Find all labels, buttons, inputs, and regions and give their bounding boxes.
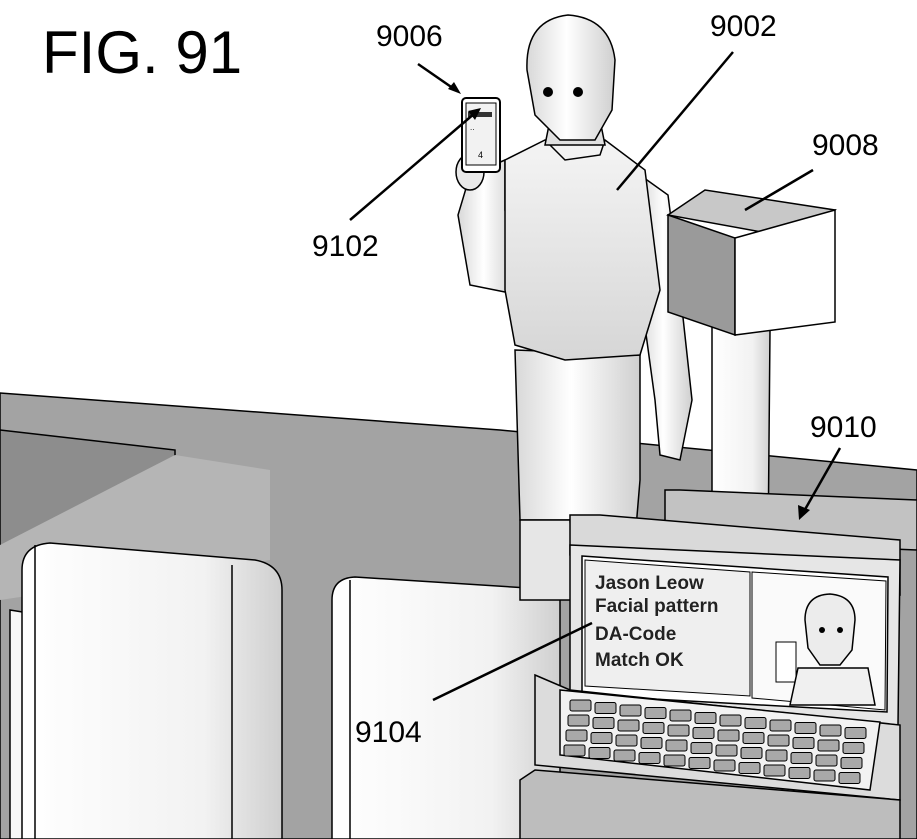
keyboard-key <box>792 737 815 749</box>
keyboard-key <box>744 717 767 729</box>
keyboard-key <box>667 724 690 737</box>
device-screen-text-2: 4 <box>478 150 483 160</box>
keyboard-key <box>715 744 738 757</box>
keyboard-key <box>765 749 788 762</box>
label-terminal: 9010 <box>810 411 877 444</box>
keyboard-key <box>592 717 615 729</box>
keyboard-key <box>669 709 692 722</box>
display-portrait <box>775 593 876 706</box>
left-barrier <box>9 542 283 839</box>
keyboard-key <box>719 714 742 727</box>
keyboard <box>519 673 901 839</box>
keyboard-key <box>740 747 763 759</box>
keyboard-key <box>794 722 817 734</box>
terminal-display: Jason Leow Facial pattern DA-Code Match … <box>569 544 901 726</box>
keyboard-key <box>713 759 736 772</box>
keyboard-key <box>694 712 717 724</box>
keyboard-key <box>638 752 661 764</box>
keyboard-key <box>692 727 715 739</box>
keyboard-key <box>567 714 590 727</box>
keyboard-key <box>763 764 786 777</box>
keyboard-key <box>842 742 865 754</box>
display-line-name: Jason Leow <box>595 573 704 594</box>
keyboard-key <box>790 752 813 764</box>
keyboard-key <box>690 742 713 754</box>
display-line-facial: Facial pattern <box>595 596 719 617</box>
keyboard-key <box>665 739 688 752</box>
label-device-screen: 9102 <box>312 230 379 263</box>
keyboard-key <box>788 767 811 779</box>
keyboard-key <box>563 744 586 757</box>
keyboard-keys <box>563 699 867 784</box>
leader-lines <box>349 51 842 702</box>
label-handheld-device: 9006 <box>376 20 443 53</box>
keyboard-key <box>640 737 663 749</box>
keyboard-key <box>742 732 765 744</box>
keyboard-key <box>619 704 642 717</box>
label-terminal-display: 9104 <box>355 716 422 749</box>
keyboard-key <box>590 732 613 744</box>
display-line-code: DA-Code <box>595 624 676 645</box>
label-camera-unit: 9008 <box>812 129 879 162</box>
keyboard-key <box>594 702 617 714</box>
keyboard-key <box>717 729 740 742</box>
label-person: 9002 <box>710 10 777 43</box>
keyboard-key <box>813 769 836 782</box>
keyboard-key <box>838 772 861 784</box>
keyboard-key <box>644 707 667 719</box>
keyboard-key <box>588 747 611 759</box>
keyboard-key <box>565 729 588 742</box>
keyboard-key <box>840 757 863 769</box>
keyboard-key <box>663 754 686 767</box>
keyboard-key <box>767 734 790 747</box>
keyboard-key <box>738 762 761 774</box>
keyboard-key <box>819 724 842 737</box>
device-screen-text-1: .. <box>470 123 474 132</box>
keyboard-key <box>815 754 838 767</box>
keyboard-key <box>642 722 665 734</box>
figure-title: FIG. 91 <box>42 19 242 86</box>
keyboard-key <box>688 757 711 769</box>
keyboard-key <box>617 719 640 732</box>
camera-unit <box>666 189 837 556</box>
keyboard-key <box>615 734 638 747</box>
display-line-match: Match OK <box>595 650 684 671</box>
keyboard-key <box>844 727 867 739</box>
handheld-device: .. 4 <box>461 97 501 173</box>
keyboard-key <box>613 749 636 762</box>
keyboard-key <box>569 699 592 712</box>
keyboard-key <box>817 739 840 752</box>
keyboard-key <box>769 719 792 732</box>
